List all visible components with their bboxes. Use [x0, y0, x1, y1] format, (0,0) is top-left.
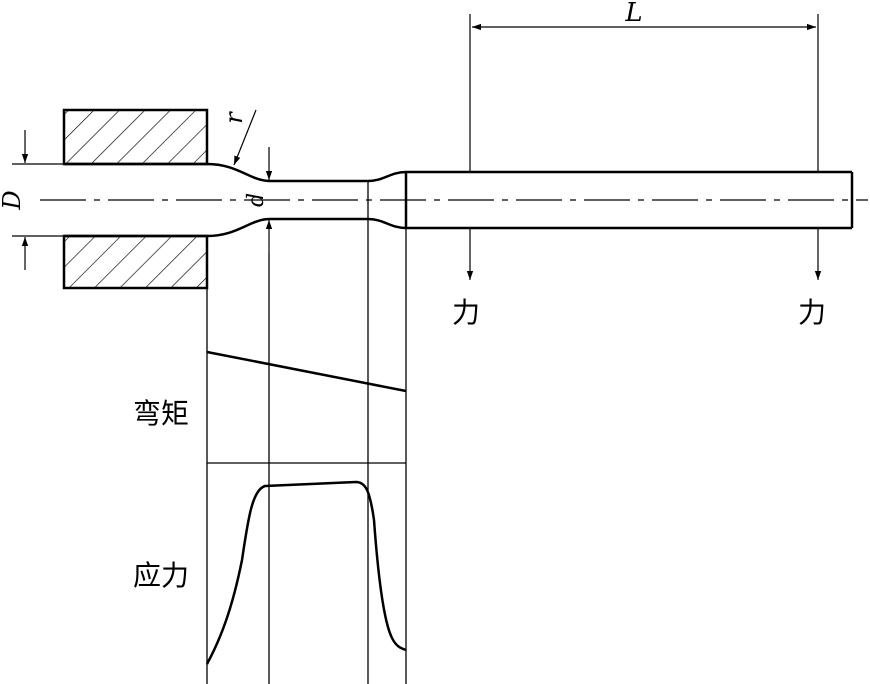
- force-label-left: 力: [452, 296, 480, 329]
- radius-label: r: [220, 111, 248, 124]
- shaft-top-outline: [206, 162, 852, 183]
- inner-diameter-label: d: [244, 193, 269, 207]
- length-label: L: [624, 0, 642, 28]
- bending-moment-curve: [206, 350, 407, 393]
- forces: 力 力: [452, 228, 826, 329]
- stress-curve: [205, 480, 407, 665]
- length-dimension: L: [469, 0, 819, 172]
- outer-diameter-dimension: D: [0, 130, 64, 270]
- radius-dimension: r: [220, 109, 257, 166]
- support-block: [62, 108, 209, 290]
- bending-moment-label: 弯矩: [133, 397, 189, 430]
- support-block-lower: [62, 234, 209, 290]
- inner-diameter-dimension: d: [244, 147, 273, 253]
- distribution-panels: 弯矩 应力: [133, 219, 407, 684]
- shaft: [40, 162, 868, 238]
- radius-leader: [233, 109, 257, 166]
- support-block-upper: [62, 108, 209, 166]
- force-label-right: 力: [798, 296, 826, 329]
- stress-label: 应力: [133, 559, 189, 592]
- shaft-bottom-outline: [206, 217, 852, 238]
- outer-diameter-label: D: [0, 190, 26, 210]
